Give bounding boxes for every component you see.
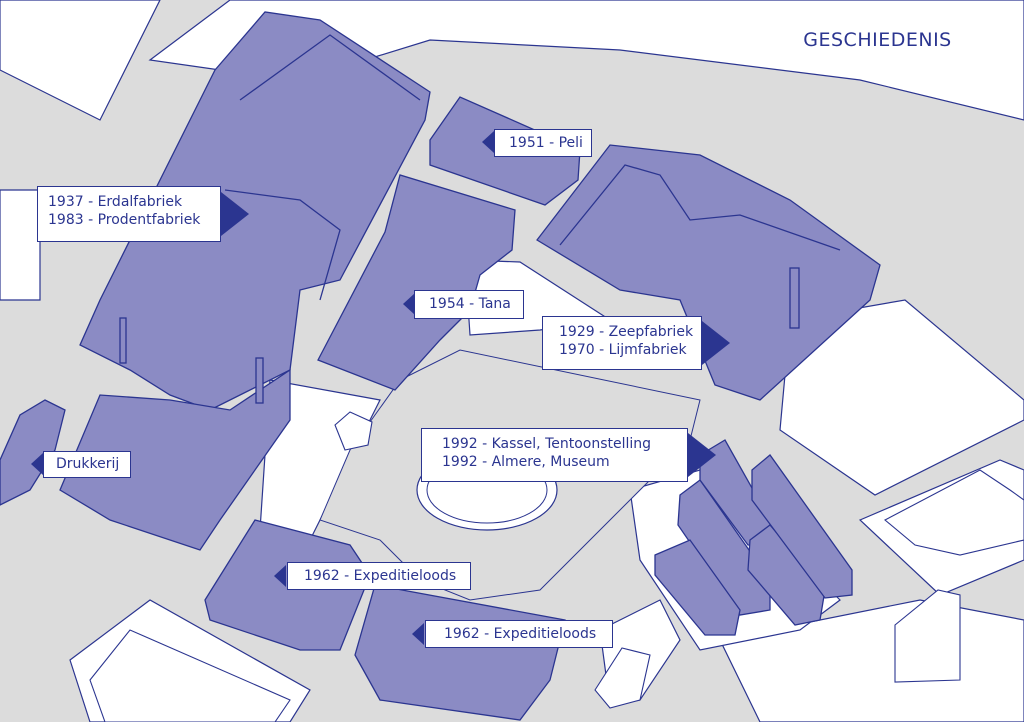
label-zeep-line-2: 1970 - Lijmfabriek [559, 342, 687, 358]
chimney-2 [255, 357, 264, 404]
zeep-ridge [559, 164, 841, 251]
arrow-left-icon [31, 453, 43, 475]
chimney-1 [119, 317, 127, 364]
building-drukkerij [0, 399, 66, 506]
label-erdalfabriek[interactable]: 1937 - Erdalfabriek 1983 - Prodentfabrie… [37, 186, 221, 242]
building-expeditieloods-2 [354, 584, 566, 721]
building-tower [894, 589, 961, 683]
building-lower-left-block [89, 629, 291, 722]
arrow-left-icon [482, 131, 494, 153]
building-erdalfabriek [79, 11, 431, 411]
chimney-3 [789, 267, 800, 329]
label-erdal-line-1: 1937 - Erdalfabriek [48, 194, 183, 210]
building-prodentfabriek [59, 368, 291, 551]
arrow-right-icon [688, 433, 716, 477]
arrow-left-icon [274, 565, 286, 587]
label-kassel-line-1: 1992 - Kassel, Tentoonstelling [442, 436, 652, 452]
label-expeditie1-line-1: 1962 - Expeditieloods [304, 568, 457, 584]
building-south-small [594, 647, 651, 709]
label-drukkerij-line-1: Drukkerij [56, 456, 120, 472]
label-expeditie2-line-1: 1962 - Expeditieloods [444, 626, 597, 642]
arrow-left-icon [403, 293, 415, 315]
label-zeep-line-1: 1929 - Zeepfabriek [559, 324, 694, 340]
arrow-left-icon [412, 623, 424, 645]
label-tana[interactable]: 1954 - Tana [414, 290, 524, 319]
building-house [334, 411, 373, 451]
arrow-right-icon [702, 321, 730, 365]
label-kassel[interactable]: 1992 - Kassel, Tentoonstelling 1992 - Al… [421, 428, 688, 482]
building-tana [317, 174, 516, 391]
label-kassel-line-2: 1992 - Almere, Museum [442, 454, 610, 470]
buildings-highlight [0, 11, 881, 721]
erdal-ridge-1 [239, 34, 421, 101]
label-erdal-line-2: 1983 - Prodentfabriek [48, 212, 201, 228]
label-expeditieloods-2[interactable]: 1962 - Expeditieloods [425, 620, 613, 648]
page-title: GESCHIEDENIS [753, 18, 1002, 62]
label-peli[interactable]: 1951 - Peli [494, 129, 592, 157]
label-zeepfabriek[interactable]: 1929 - Zeepfabriek 1970 - Lijmfabriek [542, 316, 702, 370]
building-hall-4 [751, 454, 853, 599]
label-tana-line-1: 1954 - Tana [429, 296, 511, 312]
building-hall-5 [654, 539, 741, 636]
building-east-sheds [884, 469, 1024, 556]
building-zeepfabriek [536, 144, 881, 401]
label-peli-line-1: 1951 - Peli [509, 135, 583, 151]
plot-east-1 [779, 299, 1024, 496]
label-expeditieloods-1[interactable]: 1962 - Expeditieloods [287, 562, 471, 590]
plot-northwest [0, 0, 161, 121]
label-drukkerij[interactable]: Drukkerij [43, 451, 131, 478]
erdal-ridge-2 [224, 189, 341, 301]
buildings-other [89, 411, 1024, 722]
plot-west [0, 189, 41, 301]
arrow-right-icon [221, 192, 249, 236]
